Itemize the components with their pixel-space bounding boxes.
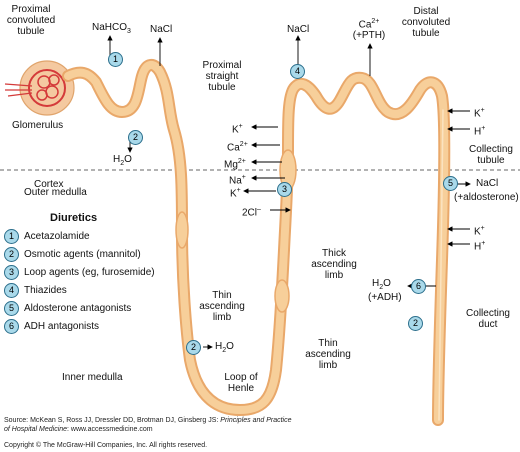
transport-arrows bbox=[107, 35, 471, 350]
label-loop-of-henle: Loop of Henle bbox=[224, 372, 258, 394]
label-h-right-1: H+ bbox=[474, 125, 486, 138]
legend-title: Diuretics bbox=[50, 212, 98, 224]
label-na-loop: Na+ bbox=[229, 174, 246, 187]
label-cortex: Cortex bbox=[34, 179, 64, 190]
label-h2o-adh: H2O bbox=[372, 278, 391, 291]
label-k2-loop: K+ bbox=[230, 187, 241, 200]
marker-5: 5 bbox=[443, 176, 458, 191]
label-mg-loop: Mg2+ bbox=[224, 158, 246, 171]
label-glomerulus: Glomerulus bbox=[12, 120, 64, 131]
label-collecting-tubule: Collecting tubule bbox=[469, 144, 513, 166]
marker-6: 6 bbox=[411, 279, 426, 294]
label-collecting-duct: Collecting duct bbox=[466, 308, 510, 330]
label-2cl-loop: 2Cl– bbox=[242, 206, 261, 219]
label-k-right-2: K+ bbox=[474, 225, 485, 238]
source-line-2: of Hospital Medicine: www.accessmedicine… bbox=[4, 426, 153, 433]
label-thick-ascending-limb: Thick ascending limb bbox=[311, 248, 357, 281]
label-inner-medulla: Inner medulla bbox=[62, 372, 123, 383]
marker-2-collecting-duct: 2 bbox=[408, 316, 423, 331]
copyright: Copyright © The McGraw-Hill Companies, I… bbox=[4, 442, 208, 449]
marker-2-thin-limb: 2 bbox=[186, 340, 201, 355]
marker-2: 2 bbox=[128, 130, 143, 145]
marker-3: 3 bbox=[277, 182, 292, 197]
label-outer-medulla: Outer medulla bbox=[24, 187, 87, 198]
label-proximal-straight-tubule: Proximal straight tubule bbox=[202, 60, 242, 93]
label-h-right-2: H+ bbox=[474, 240, 486, 253]
label-nacl-distal: NaCl bbox=[287, 24, 310, 35]
label-thin-ascending-limb-left: Thin ascending limb bbox=[199, 290, 245, 323]
label-nacl-proximal: NaCl bbox=[150, 24, 173, 35]
source-line-1: Source: McKean S, Ross JJ, Dressler DD, … bbox=[4, 417, 292, 424]
label-distal-convoluted-tubule: Distal convoluted tubule bbox=[401, 6, 451, 39]
label-nacl-aldosterone: NaCl bbox=[476, 178, 499, 189]
label-proximal-convoluted-tubule: Proximal convoluted tubule bbox=[6, 4, 56, 37]
label-k-right-1: K+ bbox=[474, 107, 485, 120]
label-aldosterone-note: (+aldosterone) bbox=[454, 192, 519, 203]
glomerulus-shape bbox=[4, 60, 75, 116]
marker-4: 4 bbox=[290, 64, 305, 79]
label-h2o-proximal: H2O bbox=[113, 154, 132, 167]
label-thin-ascending-limb-right: Thin ascending limb bbox=[305, 338, 351, 371]
label-nahco3: NaHCO3 bbox=[92, 22, 131, 35]
marker-1: 1 bbox=[108, 52, 123, 67]
label-ca-pth: Ca2+ (+PTH) bbox=[352, 18, 386, 42]
label-adh-note: (+ADH) bbox=[368, 292, 402, 303]
tubule bbox=[62, 59, 451, 426]
label-k-loop: K+ bbox=[232, 123, 243, 136]
label-ca-loop: Ca2+ bbox=[227, 141, 248, 154]
label-h2o-thin-limb: H2O bbox=[215, 341, 234, 354]
